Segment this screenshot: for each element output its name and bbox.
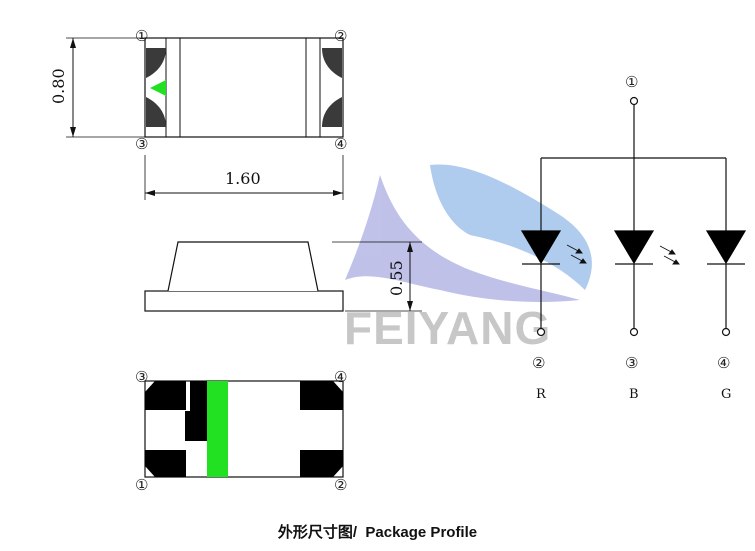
- caption-english: Package Profile: [361, 524, 478, 541]
- dim-arrow-right: [333, 190, 343, 196]
- bottom-pad-br: [300, 450, 343, 477]
- schem-pin-g: ④: [717, 354, 730, 372]
- schem-pin-r: ②: [532, 354, 545, 372]
- bottom-pad-bl: [145, 450, 186, 477]
- dim-label-length: 1.60: [225, 169, 261, 188]
- top-pad-bl: [146, 97, 166, 127]
- bottom-pin-bl: ①: [135, 476, 148, 494]
- top-view: 0.80 ① ② ③ ④ 1.60: [49, 27, 347, 200]
- watermark-wing-blue: [430, 164, 592, 290]
- side-dim-arrow-up: [407, 242, 413, 252]
- top-pin-bl: ③: [135, 135, 148, 153]
- dim-arrow-down: [70, 127, 76, 137]
- side-view: 0.55: [144, 241, 422, 312]
- diode-r: [520, 230, 562, 265]
- schem-pin-b: ③: [625, 354, 638, 372]
- schem-label-b: B: [629, 387, 639, 402]
- top-pin-br: ④: [334, 135, 347, 153]
- bottom-die-pad: [185, 411, 207, 441]
- schem-pin-common: ①: [625, 73, 638, 91]
- top-pin-tr: ②: [334, 27, 347, 45]
- top-body: [144, 37, 344, 138]
- watermark-text: FEIYANG: [344, 302, 551, 354]
- figure-caption: 外形尺寸图/ Package Profile: [0, 521, 755, 542]
- schem-label-r: R: [536, 387, 547, 402]
- bottom-pin-tr: ④: [334, 368, 347, 386]
- top-green-mark: [150, 80, 166, 96]
- side-dim-label: 0.55: [387, 260, 406, 296]
- bottom-view: ③ ④ ① ②: [135, 368, 347, 494]
- schem-node-r: [536, 327, 546, 337]
- rgb-schematic: ① ② ③ ④ R B G: [520, 73, 747, 402]
- schem-node-g: [721, 327, 731, 337]
- bottom-die-pad-stem: [190, 381, 207, 411]
- side-dome: [167, 241, 319, 292]
- top-pad-tl: [146, 48, 166, 78]
- dim-label-height: 0.80: [49, 68, 68, 104]
- top-pad-br: [322, 97, 342, 127]
- caption-chinese: 外形尺寸图/: [277, 524, 358, 541]
- top-pin-tl: ①: [135, 27, 148, 45]
- feiyang-watermark: FEIYANG: [344, 164, 592, 354]
- bottom-pad-tl: [145, 381, 186, 410]
- dim-arrow-left: [145, 190, 155, 196]
- emission-arrows-b: [659, 245, 680, 265]
- bottom-pin-tl: ③: [135, 368, 148, 386]
- side-dim-arrow-down: [407, 301, 413, 311]
- schem-node-b: [629, 327, 639, 337]
- top-pad-tr: [322, 48, 342, 78]
- schem-label-g: G: [721, 387, 731, 402]
- diode-b: [613, 230, 655, 265]
- schem-node-common: [629, 96, 639, 106]
- watermark-wing-violet: [345, 175, 580, 302]
- bottom-pin-br: ②: [334, 476, 347, 494]
- bottom-green-strip: [207, 381, 228, 477]
- side-base: [144, 290, 344, 312]
- emission-arrows-r: [566, 244, 587, 264]
- bottom-pad-tr: [300, 381, 343, 410]
- dim-arrow-up: [70, 38, 76, 48]
- diode-g: [705, 230, 747, 265]
